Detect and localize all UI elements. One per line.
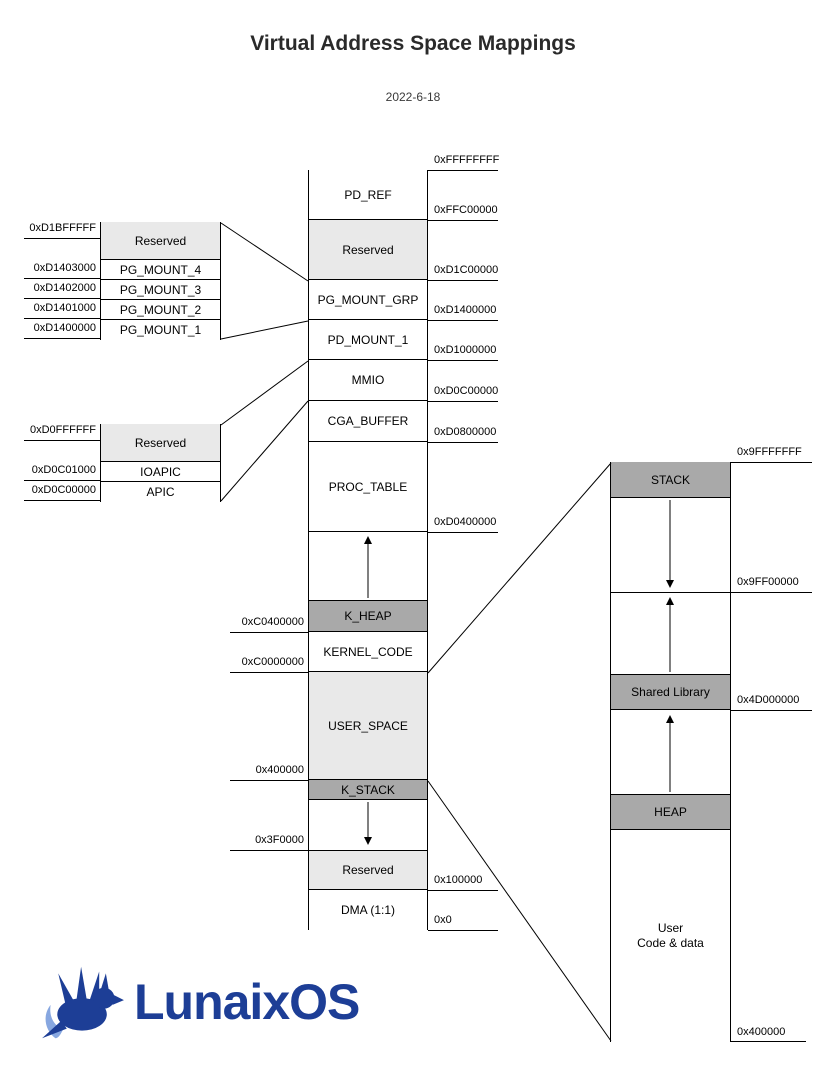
region-user-space: USER_SPACE: [309, 672, 427, 780]
region-pd-mount-1: PD_MOUNT_1: [309, 320, 427, 360]
address-label: 0xD1BFFFFF: [29, 222, 96, 234]
address-label: 0xD0FFFFFF: [30, 424, 96, 436]
address-label: 0x4D000000: [737, 694, 800, 706]
address-label: 0xD1400000: [434, 304, 497, 316]
address-label: 0xC0400000: [241, 616, 304, 628]
region-cga-buffer: CGA_BUFFER: [309, 401, 427, 442]
address-label: 0xD1000000: [434, 344, 497, 356]
address-label: 0xD1400000: [33, 322, 96, 334]
address-label: 0xD0C01000: [31, 464, 96, 476]
address-label: 0xD0400000: [434, 516, 497, 528]
region-mmio: MMIO: [309, 360, 427, 401]
region-stack: STACK: [611, 462, 730, 498]
address-label: 0xD1C00000: [434, 264, 499, 276]
address-label: 0xD1403000: [33, 262, 96, 274]
date-label: 2022-6-18: [385, 90, 441, 104]
region-pg-mount-2: PG_MOUNT_2: [101, 300, 220, 320]
region-pg-mount-3: PG_MOUNT_3: [101, 280, 220, 300]
region-mmio-reserved: Reserved: [101, 424, 220, 462]
address-label: 0xD1402000: [33, 282, 96, 294]
region-k-stack: K_STACK: [309, 780, 427, 800]
logo: LunaixOS: [40, 962, 360, 1042]
address-label: 0x9FF00000: [737, 576, 799, 588]
user-code-line-2: Code & data: [637, 936, 704, 950]
address-label: 0xD0C00000: [31, 484, 96, 496]
address-label: 0x3F0000: [255, 834, 304, 846]
region-dma: DMA (1:1): [309, 890, 427, 930]
address-label: 0xD1401000: [33, 302, 96, 314]
address-label: 0xFFFFFFFF: [434, 154, 500, 166]
region-pg-mount-grp: PG_MOUNT_GRP: [309, 280, 427, 320]
region-heap: HEAP: [611, 794, 730, 830]
region-ioapic: IOAPIC: [101, 462, 220, 482]
region-reserved-low: Reserved: [309, 850, 427, 890]
address-label: 0xC0000000: [241, 656, 304, 668]
address-label: 0xD0800000: [434, 426, 497, 438]
region-pg-mount-4: PG_MOUNT_4: [101, 260, 220, 280]
address-label: 0x100000: [434, 874, 483, 886]
region-pd-ref: PD_REF: [309, 170, 427, 220]
region-apic: APIC: [101, 482, 220, 502]
region-user-code-data: User Code & data: [611, 830, 730, 1042]
logo-text: LunaixOS: [134, 974, 360, 1030]
address-label: 0x400000: [255, 764, 304, 776]
address-label: 0x0: [434, 914, 452, 926]
region-k-heap: K_HEAP: [309, 600, 427, 632]
user-code-line-1: User: [657, 921, 684, 935]
region-proc-table: PROC_TABLE: [309, 442, 427, 532]
address-label: 0x400000: [737, 1026, 786, 1038]
address-label: 0x9FFFFFFF: [737, 446, 802, 458]
region-pg-mount-1: PG_MOUNT_1: [101, 320, 220, 340]
region-shared-library: Shared Library: [611, 674, 730, 710]
address-label: 0xFFC00000: [434, 204, 498, 216]
region-reserved-high: Reserved: [309, 220, 427, 280]
region-kernel-code: KERNEL_CODE: [309, 632, 427, 672]
region-pgmount-reserved: Reserved: [101, 222, 220, 260]
logo-bird-icon: [42, 966, 124, 1039]
address-label: 0xD0C00000: [434, 385, 499, 397]
page-title: Virtual Address Space Mappings: [250, 32, 576, 55]
